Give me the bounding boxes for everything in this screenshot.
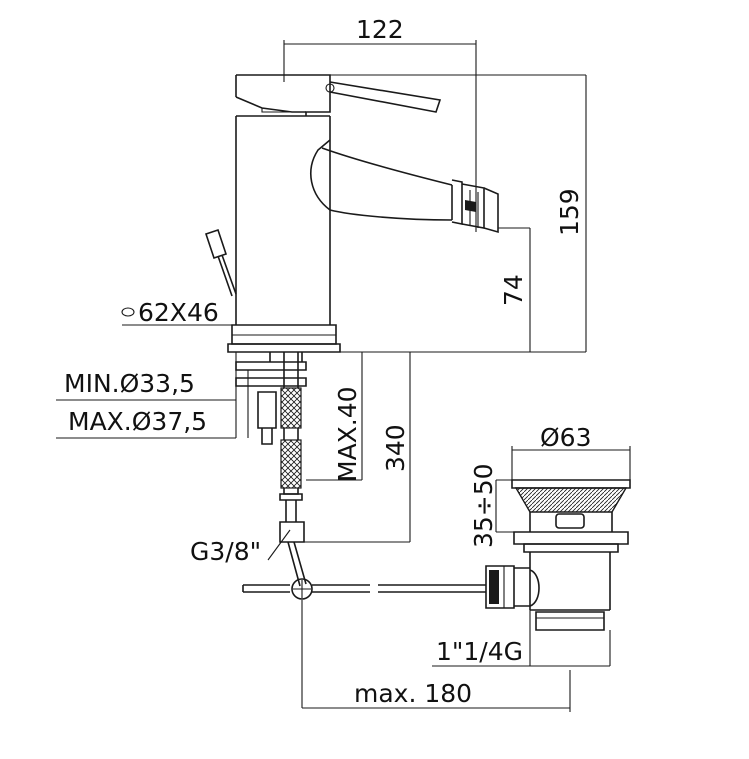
popup-rod	[204, 228, 237, 297]
dim-label-thread-waste: 1"1/4G	[436, 637, 523, 666]
dim-label-35-50: 35÷50	[469, 463, 498, 548]
dim-label-min-hole: MIN.Ø33,5	[64, 369, 195, 398]
dim-label-62x46: 62X46	[138, 298, 219, 327]
dim-label-74: 74	[499, 274, 528, 306]
dim-label-max-180: max. 180	[354, 679, 472, 708]
spout	[310, 139, 499, 234]
dimension-lines	[56, 40, 631, 712]
dim-label-max-hole: MAX.Ø37,5	[68, 407, 207, 436]
dim-label-g38: G3/8"	[190, 537, 261, 566]
base-plate	[227, 324, 341, 353]
dim-label-waste-63: Ø63	[540, 423, 592, 452]
dim-label-159: 159	[555, 188, 584, 236]
dim-label-max-40: MAX.40	[333, 386, 362, 482]
waste-assembly	[485, 479, 631, 631]
dim-label-340: 340	[381, 424, 410, 472]
waste-linkage-rod	[242, 578, 486, 708]
dim-label-122: 122	[356, 15, 404, 44]
faucet-body	[235, 74, 442, 325]
dimension-labels: 122 159 74 62X46 MIN.Ø33,5 MAX.Ø37,5 MAX…	[64, 15, 592, 708]
